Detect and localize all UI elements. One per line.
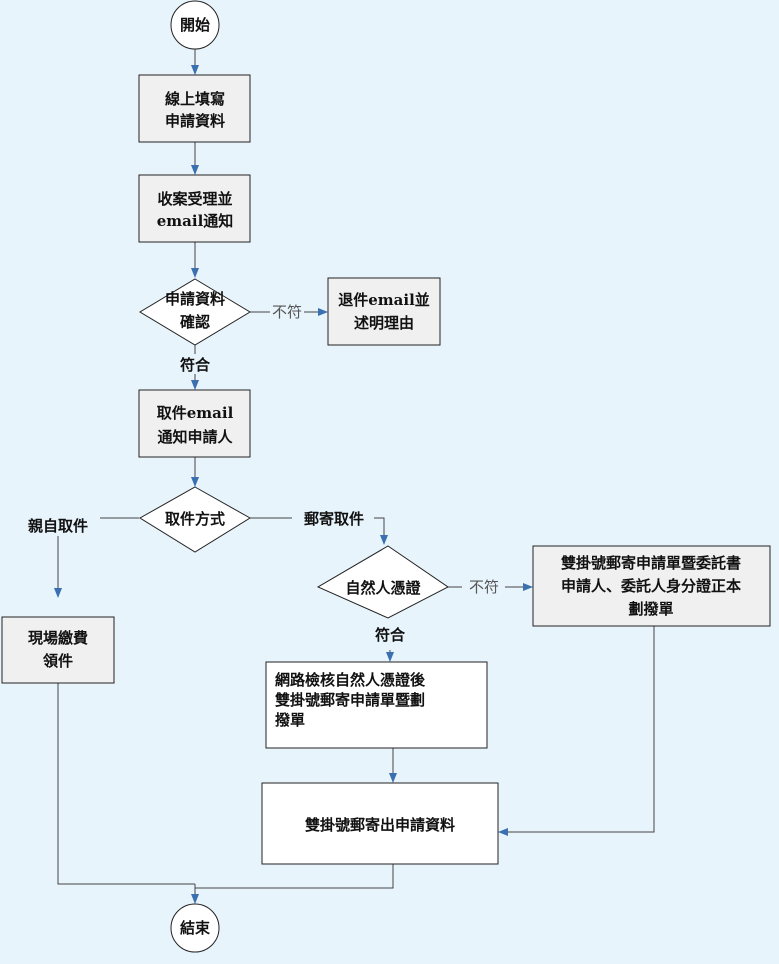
node-text: 取件email <box>157 404 234 422</box>
label-match: 符合 <box>375 626 406 644</box>
node-text: 線上填寫 <box>165 90 225 108</box>
pickup-method-decision: 取件方式 <box>139 486 251 553</box>
node-text: 領件 <box>43 652 73 670</box>
line-send-to-end <box>195 864 394 889</box>
fill-online-node: 線上填寫 申請資料 <box>138 74 251 143</box>
label-not-match: 不符 <box>272 303 302 321</box>
onsite-node: 現場繳費 領件 <box>1 616 115 684</box>
node-text: email通知 <box>157 212 234 230</box>
node-text: 通知申請人 <box>157 428 233 446</box>
line-onsite-to-end <box>57 683 195 885</box>
receive-node: 收案受理並 email通知 <box>138 174 251 243</box>
node-text: 收案受理並 <box>157 190 232 208</box>
node-text: 雙掛號郵寄申請單暨劃 <box>275 691 425 709</box>
arrow-mail-b <box>374 517 388 545</box>
label-mail-pickup: 郵寄取件 <box>304 510 364 528</box>
node-text: 述明理由 <box>354 314 414 332</box>
node-text: 網路檢核自然人憑證後 <box>275 671 426 689</box>
start-node: 開始 <box>170 0 220 50</box>
node-text: 申請資料 <box>165 290 225 308</box>
cert-decision: 自然人憑證 <box>316 545 449 619</box>
send-node: 雙掛號郵寄出申請資料 <box>261 782 499 865</box>
label-not-match: 不符 <box>469 578 499 596</box>
mail-docs-node: 雙掛號郵寄申請單暨委託書 申請人、委託人身分證正本 劃撥單 <box>532 545 771 627</box>
node-text: 確認 <box>179 313 210 331</box>
node-text: 退件email並 <box>338 291 430 309</box>
reject-node: 退件email並 述明理由 <box>327 277 441 346</box>
node-text: 雙掛號郵寄申請單暨委託書 <box>561 554 741 572</box>
label-self-pickup: 親自取件 <box>28 517 88 535</box>
node-text: 雙掛號郵寄出申請資料 <box>305 816 455 834</box>
online-verify-node: 網路檢核自然人憑證後 雙掛號郵寄申請單暨劃 撥單 <box>265 661 488 749</box>
node-text: 現場繳費 <box>28 629 88 647</box>
node-text: 取件方式 <box>165 510 225 528</box>
start-label: 開始 <box>180 16 210 34</box>
node-text: 申請人、委託人身分證正本 <box>561 577 741 595</box>
node-text: 自然人憑證 <box>345 579 421 597</box>
end-node: 結束 <box>170 903 220 953</box>
node-text: 申請資料 <box>165 112 225 130</box>
label-match: 符合 <box>180 356 211 374</box>
arrow-docs-to-send <box>498 626 655 836</box>
node-text: 劃撥單 <box>628 600 673 618</box>
node-text: 撥單 <box>275 711 305 729</box>
check-decision: 申請資料 確認 <box>139 278 251 346</box>
end-label: 結束 <box>180 919 211 937</box>
connectors <box>54 49 655 904</box>
notify-node: 取件email 通知申請人 <box>138 389 251 458</box>
